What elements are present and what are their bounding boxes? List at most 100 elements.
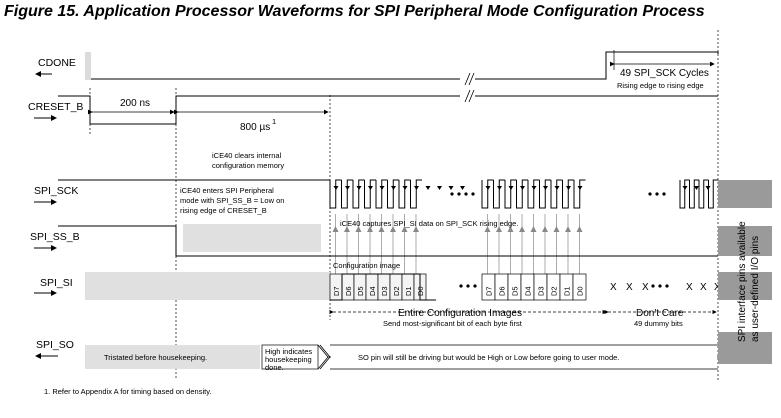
si-last-byte-bit: D5 [511,286,520,296]
sck-edge-arrow [356,186,362,190]
sck-edge-arrow [425,186,431,190]
so-bus-fill [331,346,717,368]
si-ellipsis-dot [651,284,655,288]
capture-arrowhead [484,226,491,232]
enters-note-3: rising edge of CRESET_B [180,206,267,215]
sck-edge-arrow [508,186,514,190]
capture-arrowhead [530,226,537,232]
footnote: 1. Refer to Appendix A for timing based … [44,387,211,396]
sck-clock-pulses [329,179,722,209]
signal-labels: CDONE CRESET_B SPI_SCK SPI_SS_B SPI_SI S… [28,57,83,351]
clears-note-2: configuration memory [212,161,284,170]
si-last-byte-bit: D7 [485,286,494,296]
sck-edge-arrow [566,186,571,190]
sck-ellipsis-dot [662,192,666,196]
sck-edge-arrow [391,186,396,190]
si-last-byte-bit: D2 [550,286,559,296]
label-spi-si: SPI_SI [40,277,73,289]
sck-edge-arrow [682,186,688,190]
si-dont-care-bit: X [642,282,649,293]
label-creset-b: CRESET_B [28,101,83,113]
cdone-waveform: 49 SPI_SCK Cycles Rising edge to rising … [85,50,719,90]
si-ellipsis-dot [665,284,669,288]
sck-clock-run-2 [481,179,586,209]
sck-edge-arrow [414,186,419,190]
creset-waveform: 200 ns 800 µs 1 [58,89,718,133]
figure-title: Figure 15. Application Processor Wavefor… [4,3,705,20]
si-last-byte-bit: D1 [563,286,572,296]
si-ellipsis-dot [466,284,470,288]
ssb-user-io-block [718,226,772,256]
capture-arrowhead [344,226,350,232]
si-dont-care-bit: X [686,282,693,293]
label-spi-sck: SPI_SCK [34,185,78,197]
dont-care-label: Don't Care [636,308,684,319]
si-first-byte-bit: D6 [344,286,353,296]
si-last-byte-bit: D4 [524,286,533,296]
capture-arrowhead [542,226,548,232]
capture-arrowhead [519,226,525,232]
capture-arrowhead [390,226,396,232]
si-first-byte-bit: D4 [368,286,377,296]
sck-ellipsis-dot [464,192,468,196]
si-last-byte-cell [572,273,587,301]
sck-clock-run-3 [679,179,718,209]
sck-edge-arrow [694,186,699,190]
sck-edge-arrow [368,186,373,190]
sck-edge-arrow [437,186,442,190]
si-first-byte-bit: D3 [380,286,389,296]
si-first-byte-bit: D1 [404,286,413,296]
creset-break [464,89,475,103]
side-note-1: SPI interface pins available [737,221,748,342]
si-ellipsis-dot [473,284,477,288]
sck-edge-arrow [333,186,339,190]
enters-note-1: iCE40 enters SPI Peripheral [180,186,274,195]
so-high-box [261,344,319,370]
capture-arrowhead [576,226,583,232]
captures-note: iCE40 captures SPI_SI data on SPI_SCK ri… [340,219,518,228]
so-bus-edge [319,344,331,370]
sck-edge-arrow [485,186,491,190]
so-high-3: done. [265,363,284,372]
si-ellipsis-dot [658,284,662,288]
sck-edge-arrow [402,186,408,190]
capture-arrowhead [332,226,339,232]
si-dont-care-bit: X [610,282,617,293]
capture-arrowhead [565,226,571,232]
capture-arrowhead [355,226,362,232]
ssb-gray-region [183,224,321,252]
enters-note-2: mode with SPI_SS_B = Low on [180,196,284,205]
sck-edge-arrow [497,186,502,190]
label-spi-ss-b: SPI_SS_B [30,231,80,243]
spi-ss-b-waveform [58,224,772,257]
sck-edge-arrow [531,186,537,190]
creset-line [58,95,718,125]
so-high-1: High indicates [265,347,312,356]
si-ellipsis-dot [459,284,463,288]
sck-edge-arrow [379,186,385,190]
sck-clock-run-1 [329,179,422,209]
capture-arrows [332,214,583,276]
sck-edge-arrow [577,186,583,190]
sck-cycles-label: 49 SPI_SCK Cycles [620,68,709,79]
si-dont-care-bit: X [714,282,721,293]
cdone-unknown-block [85,52,91,80]
sck-edge-arrow [460,186,465,190]
label-cdone: CDONE [38,57,76,69]
cdone-line [91,51,719,80]
sck-edge-arrow [543,186,548,190]
t800-label: 800 µs [240,122,270,133]
so-user-io-block [718,332,772,364]
label-spi-so: SPI_SO [36,339,74,351]
sck-ellipsis-dot [655,192,659,196]
sck-edge-arrow [345,186,350,190]
dont-care-sublabel: 49 dummy bits [634,319,683,328]
si-dont-care-start [85,272,330,300]
spi-so-waveform: Tristated before housekeeping. High indi… [85,332,772,372]
si-first-byte-bit: D7 [332,286,341,296]
capture-arrowhead [367,226,373,232]
si-dont-care-bit: X [626,282,633,293]
clears-note-1: iCE40 clears internal [212,151,282,160]
